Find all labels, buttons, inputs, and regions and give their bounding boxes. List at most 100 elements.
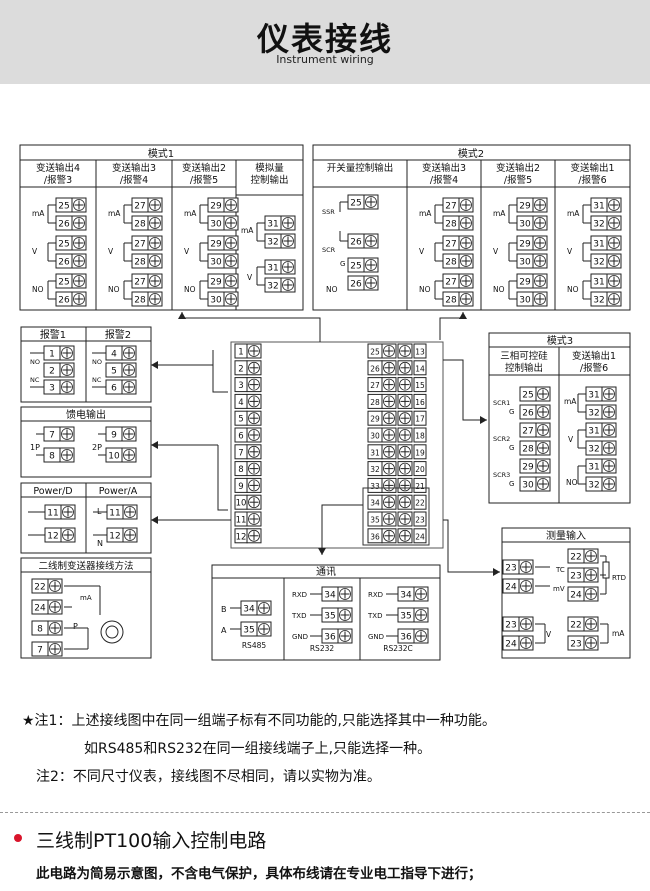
terminal-number: 4 [111,350,117,360]
screw-head-icon [282,235,294,247]
terminal-number: 14 [415,364,425,373]
screw-head-icon [534,217,546,229]
screw-head-icon [73,275,85,287]
signal-label: mA [32,209,45,218]
feed-output-panel [20,406,152,478]
mode2-column-header: 变送输出1 [570,162,614,174]
terminal-number: 10 [108,452,120,462]
alarm-column-header: 报警1 [40,328,66,341]
terminal-number: 32 [588,445,599,455]
terminal-number: 3 [238,381,243,391]
terminal-number: 23 [505,621,516,631]
terminal-number: 33 [370,482,380,491]
screw-head-icon [608,293,620,305]
terminal-number-box [413,494,427,510]
terminal-number: 31 [267,264,278,274]
screw-head-icon [383,513,395,525]
screw-head-icon [534,237,546,249]
gate-label: G [509,444,514,452]
mode2-column-header: /报警4 [430,174,458,186]
nc-label: NC [30,376,40,384]
tc-label: TC [555,566,565,574]
terminal-number: 2 [238,364,243,374]
screw-head-icon [608,217,620,229]
terminal-number: 7 [238,448,243,458]
screw-head-icon [399,378,411,391]
screw-head-icon [383,429,395,441]
terminal-number: 26 [58,220,70,230]
signal-label: NO [108,285,120,294]
screw-head-icon [225,237,237,249]
terminal-number: 32 [588,409,599,419]
screw-head-icon [149,199,161,211]
signal-label: NO [493,285,505,294]
mode3-column-header: 控制输出 [505,362,543,374]
terminal-number: 34 [324,591,336,601]
terminal-number-box [413,427,427,443]
terminal-number: 27 [445,202,456,212]
mode1-column-header: 模拟量 [255,162,284,174]
screw-head-icon [520,580,532,592]
terminal-number: 34 [400,591,412,601]
terminal-number: 36 [400,633,412,643]
terminal-number: 31 [370,448,380,457]
terminal-number: 8 [49,452,55,462]
screw-head-icon [73,293,85,305]
pin-label: TXD [291,612,306,620]
terminal-number: 26 [58,258,70,268]
mode2-title: 模式2 [458,147,484,160]
screw-head-icon [123,381,135,393]
wire [439,312,464,340]
screw-head-icon [282,217,294,229]
terminal-number: 30 [519,220,531,230]
gate-label: G [340,260,345,268]
terminal-number: 22 [34,583,45,593]
screw-head-icon [62,529,74,541]
terminal-number: 4 [238,398,243,408]
section-title: 三线制PT100输入控制电路 [36,830,267,852]
screw-head-icon [61,449,73,461]
terminal-number: 27 [445,278,456,288]
page-title: 仪表接线 [256,20,393,58]
signal-label: V [32,247,38,256]
screw-head-icon [603,406,615,418]
terminal-number: 5 [111,367,117,377]
note-1: ★注1：上述接线图中在同一组端子标有不同功能的,只能选择其中一种功能。 [22,713,496,729]
screw-head-icon [49,580,61,592]
terminal-number: 30 [210,296,222,306]
terminal-number: 5 [238,415,243,425]
terminal-number: 2 [49,367,55,377]
screw-head-icon [149,255,161,267]
arrow-icon [459,312,467,319]
screw-head-icon [61,364,73,376]
terminal-number: 32 [267,238,278,248]
terminal-number: 26 [350,238,362,248]
screw-head-icon [415,609,427,621]
comm-terminal-group [362,487,430,546]
screw-head-icon [534,293,546,305]
terminal-number: 17 [415,415,425,424]
wire [321,504,363,555]
wire [443,519,500,573]
scr-label: SCR3 [493,471,510,479]
wire [217,445,228,511]
screw-head-icon [225,293,237,305]
screw-head-icon [365,235,377,247]
screw-head-icon [537,424,549,436]
terminal-number: 35 [243,626,254,636]
rs485-label: RS485 [242,641,267,650]
terminal-number: 29 [522,463,534,473]
arrow-icon [151,441,158,449]
feed-label: 2P [92,443,102,452]
terminal-number: 23 [505,564,516,574]
signal-label: mA [419,209,432,218]
screw-head-icon [248,462,260,475]
terminal-number: 24 [505,640,517,650]
screw-head-icon [585,569,597,581]
screw-head-icon [61,347,73,359]
terminal-number: 28 [522,445,534,455]
screw-head-icon [73,255,85,267]
terminal-number: 18 [415,432,425,441]
screw-head-icon [149,275,161,287]
mode1-title: 模式1 [148,147,174,160]
